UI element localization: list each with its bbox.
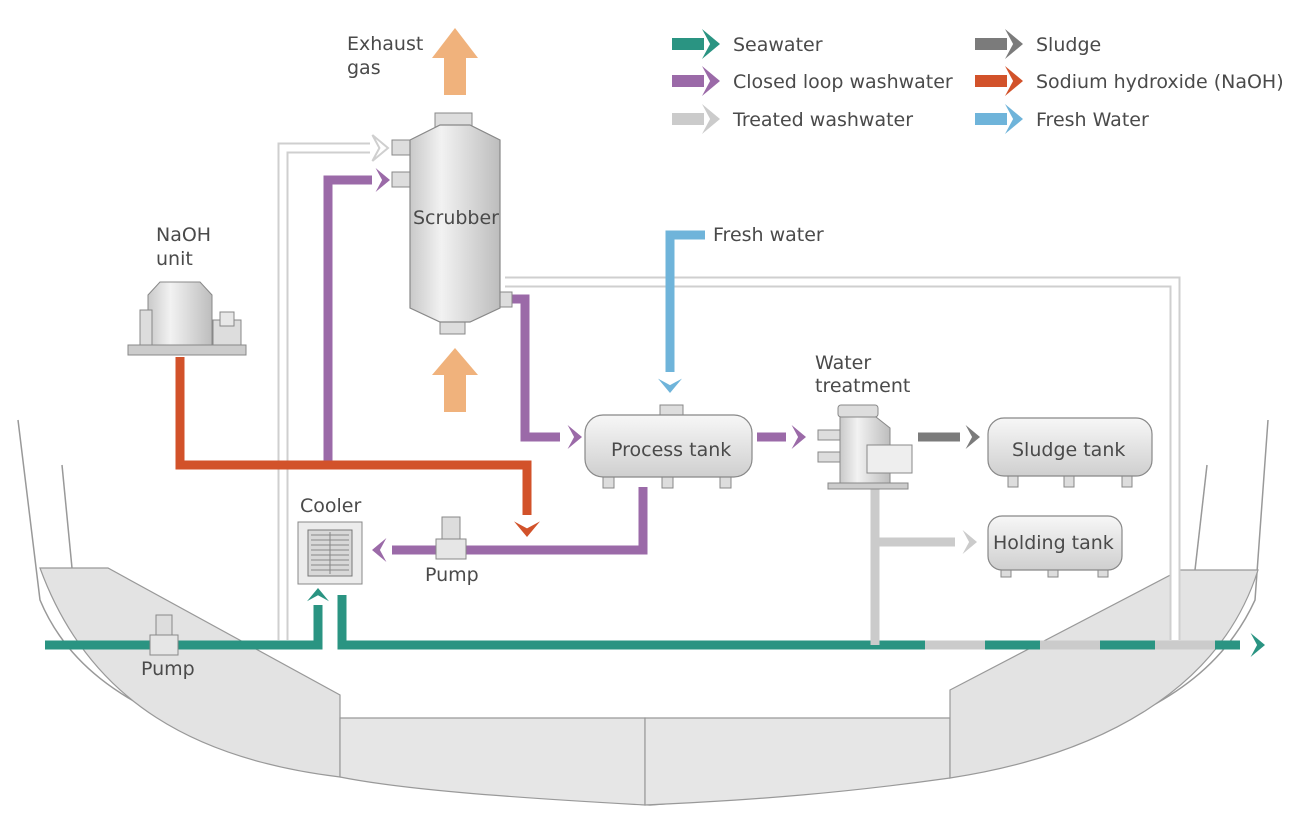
washwater-to-scrubber-pipe xyxy=(323,175,372,465)
hull-right-inner-line xyxy=(1194,464,1208,571)
fresh-water-pipe xyxy=(665,230,705,372)
treated-washwater-return-pipe-inner xyxy=(279,144,370,640)
process-tank-to-cooler-pipe xyxy=(392,487,648,555)
treated-washwater-inlet-arrow xyxy=(371,134,390,162)
naoh-unit-label-line1: NaOH xyxy=(156,224,211,246)
legend-arrow-fresh-water-icon xyxy=(1005,104,1023,134)
naoh-dosing-pipe xyxy=(175,357,532,515)
ship-hull xyxy=(17,419,1269,806)
legend-arrow-sodium-hydroxide-icon xyxy=(1005,66,1023,96)
process-tank: Process tank xyxy=(584,404,753,489)
legend: Seawater Closed loop washwater Treated w… xyxy=(672,29,1284,134)
seawater-pump-label: Pump xyxy=(141,658,195,680)
water-treatment-label-line1: Water xyxy=(815,352,871,374)
seawater-pump: Pump xyxy=(141,614,195,680)
exhaust-gas-label-line1: Exhaust xyxy=(347,33,423,55)
cooler-label: Cooler xyxy=(300,495,361,517)
sludge-arrow xyxy=(965,425,980,449)
exhaust-outlet-arrow-shaft xyxy=(444,55,466,95)
fresh-water-arrow xyxy=(658,378,682,393)
legend-arrow-seawater-icon xyxy=(702,29,720,59)
naoh-unit xyxy=(127,281,247,356)
water-treatment-label-line2: treatment xyxy=(815,375,910,397)
seawater-intake-pipe xyxy=(45,605,323,650)
right-ballast-tank xyxy=(949,569,1259,779)
process-tank-label: Process tank xyxy=(611,439,731,461)
scrubber-to-process-tank-pipe xyxy=(512,294,560,442)
cooler-inlet-arrow xyxy=(372,538,387,562)
holding-tank: Holding tank xyxy=(987,515,1123,578)
legend-label-sodium-hydroxide: Sodium hydroxide (NaOH) xyxy=(1036,71,1284,93)
naoh-dosing-arrow xyxy=(514,521,540,537)
legend-swatch-closed-loop-washwater xyxy=(672,75,704,87)
pipes xyxy=(45,28,1265,657)
treatment-inlet-arrow xyxy=(791,425,806,449)
double-bottom-tank-left xyxy=(339,717,646,806)
exhaust-inlet-arrow-shaft xyxy=(444,372,466,412)
hull-left-inner-line xyxy=(61,464,73,569)
exhaust-outlet-arrow-head xyxy=(432,28,478,58)
washwater-pump: Pump xyxy=(425,516,479,586)
sludge-tank: Sludge tank xyxy=(987,417,1153,488)
legend-label-fresh-water: Fresh Water xyxy=(1036,109,1149,131)
legend-swatch-fresh-water xyxy=(975,113,1007,125)
exhaust-gas-label-line2: gas xyxy=(347,57,381,79)
cooler: Cooler xyxy=(297,495,363,585)
seawater-discharge-arrow xyxy=(1250,633,1265,657)
legend-label-closed-loop-washwater: Closed loop washwater xyxy=(733,71,953,93)
seawater-to-cooler-arrow xyxy=(307,588,329,602)
fresh-water-label: Fresh water xyxy=(713,224,824,246)
process-tank-inlet-arrow xyxy=(567,425,582,449)
exhaust-inlet-arrow-head xyxy=(432,348,478,375)
legend-arrow-sludge-icon xyxy=(1005,29,1023,59)
left-ballast-tank xyxy=(39,567,341,778)
water-treatment-unit: Water treatment xyxy=(815,352,913,490)
scrubber-label: Scrubber xyxy=(413,207,499,229)
legend-label-sludge: Sludge xyxy=(1036,34,1101,56)
double-bottom-tank-right xyxy=(644,717,951,806)
washwater-pump-label: Pump xyxy=(425,564,479,586)
legend-swatch-sludge xyxy=(975,38,1007,50)
washwater-scrubber-inlet-arrow xyxy=(375,168,390,192)
legend-swatch-treated-washwater xyxy=(672,113,704,125)
naoh-unit-label-line2: unit xyxy=(156,248,193,270)
legend-label-treated-washwater: Treated washwater xyxy=(732,109,913,131)
legend-arrow-treated-washwater-icon xyxy=(702,104,720,134)
legend-swatch-sodium-hydroxide xyxy=(975,75,1007,87)
sludge-tank-label: Sludge tank xyxy=(1012,439,1125,461)
legend-arrow-closed-loop-washwater-icon xyxy=(702,66,720,96)
scrubber: Scrubber xyxy=(391,112,513,335)
holding-tank-label: Holding tank xyxy=(993,532,1114,554)
treated-washwater-overflow-pipe-inner xyxy=(505,278,1179,640)
legend-swatch-seawater xyxy=(672,38,704,50)
legend-label-seawater: Seawater xyxy=(733,34,823,56)
holding-tank-arrow xyxy=(962,530,977,554)
